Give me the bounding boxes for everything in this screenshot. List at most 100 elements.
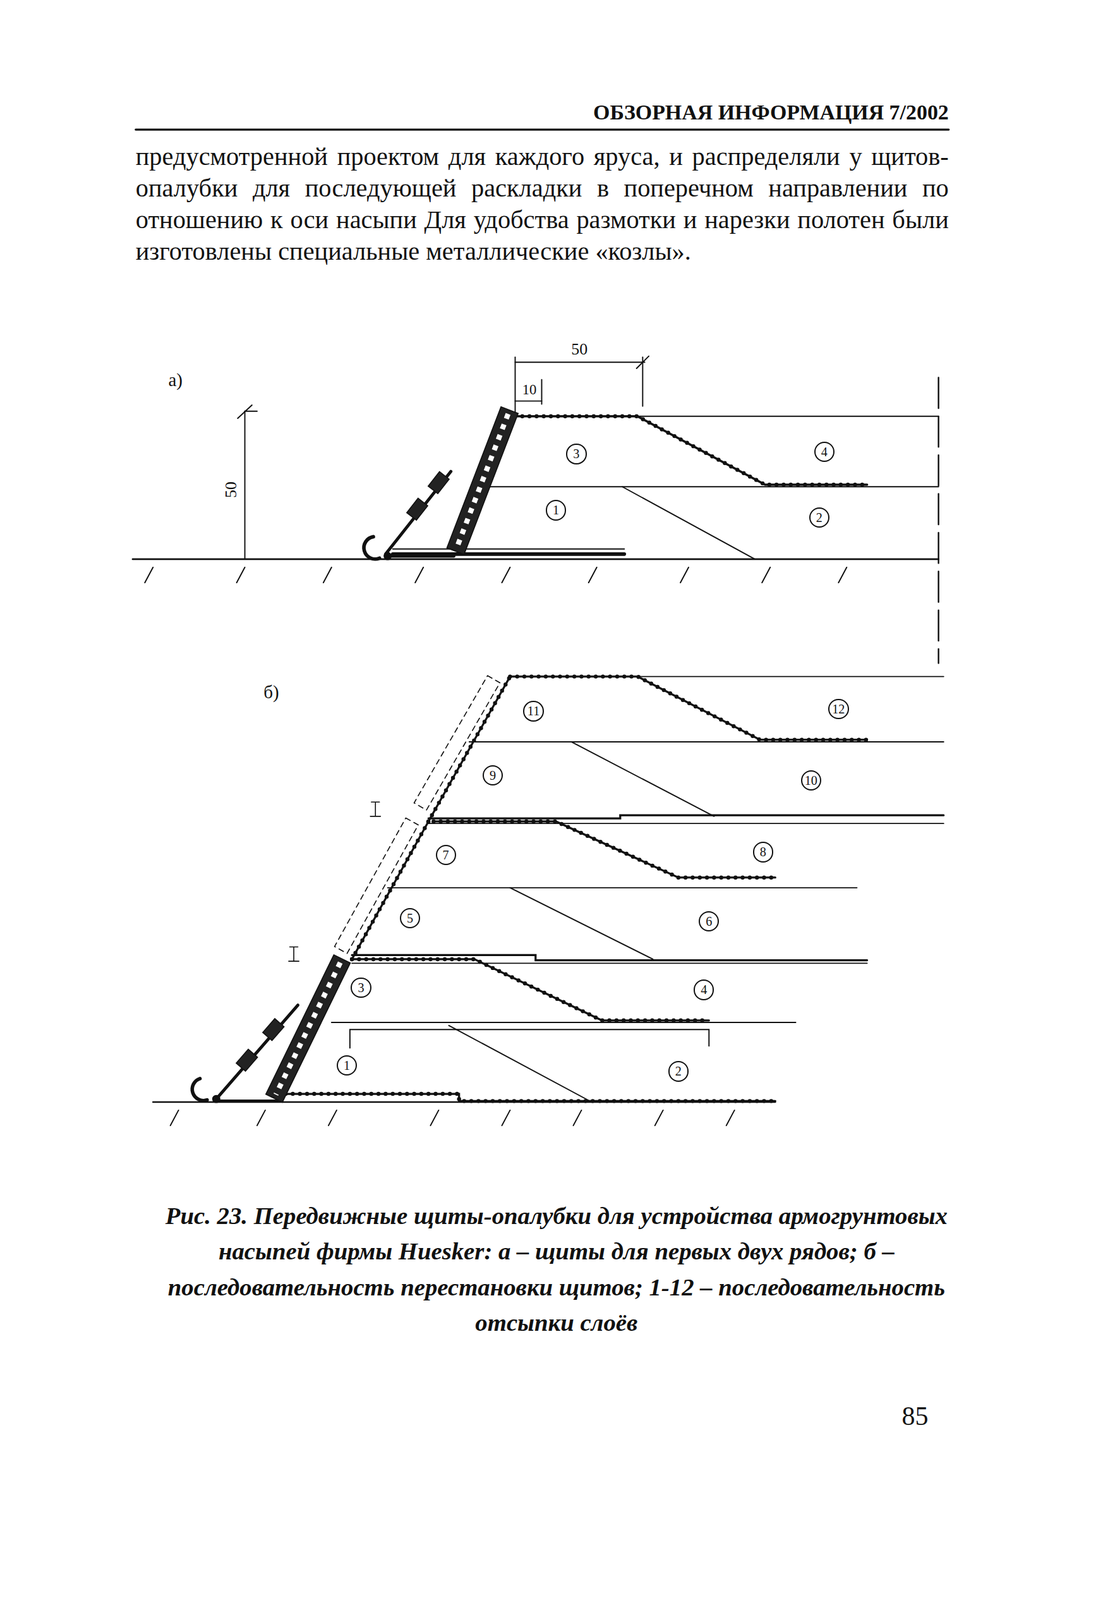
callout-number: 10 xyxy=(804,773,818,787)
geogrid-dots xyxy=(285,1093,776,1101)
anchor-hook xyxy=(363,536,380,559)
geogrid-dots xyxy=(433,821,776,878)
callout-circle: 11 xyxy=(523,700,544,721)
ground-hatch xyxy=(170,1109,735,1126)
callout-number: 4 xyxy=(700,982,707,996)
callout-number: 1 xyxy=(552,503,560,517)
strut-clamp xyxy=(406,497,428,520)
foot-plate xyxy=(385,554,454,558)
geogrid-dots xyxy=(514,416,867,485)
dimension-label: 50 xyxy=(220,481,241,498)
geogrid-face xyxy=(428,676,510,822)
callout-number: 12 xyxy=(831,702,845,716)
callout-number: 2 xyxy=(816,511,823,524)
geogrid-dots xyxy=(509,676,867,740)
callout-circle: 3 xyxy=(566,443,587,464)
geogrid-dots xyxy=(351,821,429,959)
callout-circle: 8 xyxy=(753,841,774,862)
bracket xyxy=(349,1029,709,1048)
foot-plate xyxy=(216,1099,278,1103)
slope-line xyxy=(622,486,755,560)
hinge xyxy=(384,552,392,560)
layer-line xyxy=(351,962,867,964)
callout-number: 2 xyxy=(675,1064,682,1078)
geogrid xyxy=(351,958,709,1021)
panel-holes xyxy=(456,413,508,548)
small-mark xyxy=(288,801,381,961)
strut xyxy=(385,471,451,555)
geogrid xyxy=(514,416,867,485)
hinge xyxy=(212,1094,220,1102)
strut xyxy=(216,1005,298,1100)
callout-circle: 2 xyxy=(809,507,830,528)
page-number: 85 xyxy=(902,1399,929,1432)
strut-clamp xyxy=(428,471,450,494)
callout-number: 5 xyxy=(406,911,414,925)
dimension-line xyxy=(244,411,246,560)
callout-circle: 1 xyxy=(545,499,567,520)
callout-number: 11 xyxy=(527,704,540,718)
layer-line xyxy=(331,1021,796,1023)
callout-circle: 9 xyxy=(482,765,503,786)
callout-number: 1 xyxy=(343,1058,350,1072)
extension-line xyxy=(541,379,543,405)
body-text: предусмотренной проектом для каждого яру… xyxy=(135,140,949,268)
ground-line xyxy=(132,558,939,561)
anchor-hook xyxy=(192,1078,208,1101)
geogrid-dots xyxy=(428,676,510,822)
callout-circle: 7 xyxy=(435,844,457,865)
geogrid-face xyxy=(351,821,429,959)
layer-line xyxy=(387,886,858,889)
dimension-label: 10 xyxy=(522,380,537,398)
slope-line xyxy=(571,741,714,817)
subfigure-label: а) xyxy=(168,368,183,391)
break-line xyxy=(937,377,939,663)
geogrid xyxy=(433,821,776,878)
extension-line xyxy=(641,356,644,407)
formwork-panel xyxy=(446,406,519,555)
dimension-line xyxy=(514,400,542,402)
extension-line xyxy=(514,356,517,419)
callout-circle: 3 xyxy=(350,977,371,998)
callout-circle: 5 xyxy=(399,907,421,929)
header-rule xyxy=(135,128,949,131)
callout-circle: 1 xyxy=(336,1054,357,1076)
geogrid-dots xyxy=(351,958,709,1021)
strut-clamp xyxy=(262,1018,285,1041)
layer-line xyxy=(479,485,939,488)
figure-caption: Рис. 23. Передвижные щиты-опалубки для у… xyxy=(150,1197,963,1341)
ground-hatch xyxy=(144,567,847,583)
callout-circle: 6 xyxy=(698,910,719,932)
geogrid xyxy=(509,676,867,740)
geogrid xyxy=(428,814,944,819)
callout-circle: 4 xyxy=(814,441,835,462)
previous-panel-position xyxy=(334,817,419,953)
layer-line xyxy=(469,741,944,743)
callout-circle: 2 xyxy=(668,1060,689,1081)
callout-circle: 10 xyxy=(801,770,822,791)
geogrid xyxy=(392,548,625,550)
callout-number: 7 xyxy=(442,848,450,862)
previous-panel-position xyxy=(414,675,501,810)
strut-clamp xyxy=(236,1048,258,1071)
slope-line xyxy=(449,1025,592,1102)
running-header: ОБЗОРНАЯ ИНФОРМАЦИЯ 7/2002 xyxy=(593,99,949,126)
callout-number: 4 xyxy=(821,445,828,459)
dimension-label: 50 xyxy=(571,339,588,359)
callout-number: 3 xyxy=(572,447,580,460)
panel-body xyxy=(446,406,519,555)
callout-number: 6 xyxy=(705,914,712,928)
geogrid xyxy=(285,1093,776,1101)
slope-line xyxy=(509,887,653,959)
subfigure-label: б) xyxy=(263,680,279,703)
callout-number: 9 xyxy=(489,768,496,782)
callout-circle: 4 xyxy=(693,979,714,1000)
dimension-tick xyxy=(636,356,649,369)
extension-line xyxy=(245,410,258,412)
dimension-line xyxy=(514,361,645,363)
callout-number: 8 xyxy=(759,845,767,858)
callout-number: 3 xyxy=(358,981,365,994)
callout-circle: 12 xyxy=(828,698,849,719)
panel-holes xyxy=(276,962,341,1095)
